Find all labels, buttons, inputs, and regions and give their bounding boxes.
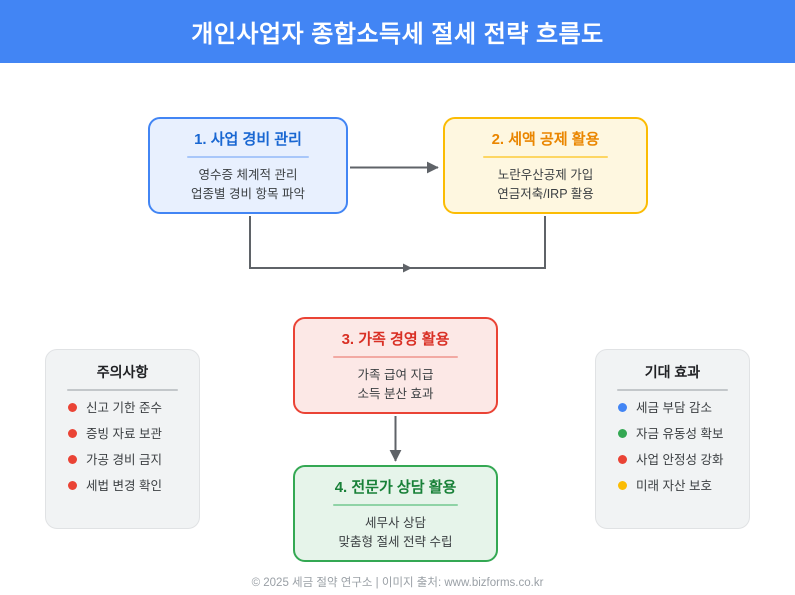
flow-step-4-line-2: 맞춤형 절세 전략 수립 — [338, 535, 453, 549]
flow-step-4[interactable]: 4. 전문가 상담 활용 세무사 상담 맞춤형 절세 전략 수립 — [293, 465, 498, 562]
panel-benefits: 기대 효과 세금 부담 감소 자금 유동성 확보 사업 안정성 강화 미래 자산… — [595, 349, 750, 529]
bullet-dot-icon — [618, 455, 627, 464]
flow-step-2[interactable]: 2. 세액 공제 활용 노란우산공제 가입 연금저축/IRP 활용 — [443, 117, 648, 214]
connector-step2-to-step3 — [249, 216, 546, 269]
panel-benefits-title: 기대 효과 — [644, 364, 701, 380]
list-item-label: 증빙 자료 보관 — [86, 426, 162, 441]
header-banner: 개인사업자 종합소득세 절세 전략 흐름도 — [0, 0, 795, 63]
bullet-dot-icon — [618, 429, 627, 438]
page-title: 개인사업자 종합소득세 절세 전략 흐름도 — [191, 21, 604, 48]
list-item-label: 사업 안정성 강화 — [636, 452, 724, 467]
flow-step-1-title: 1. 사업 경비 관리 — [194, 131, 302, 148]
flow-step-3-title: 3. 가족 경영 활용 — [341, 331, 450, 348]
panel-cautions-divider — [67, 389, 178, 391]
list-item-label: 미래 자산 보호 — [636, 478, 712, 493]
bullet-dot-icon — [68, 455, 77, 464]
panel-cautions-list: 신고 기한 준수 증빙 자료 보관 가공 경비 금지 세법 변경 확인 — [46, 400, 199, 494]
flow-step-2-title: 2. 세액 공제 활용 — [491, 131, 600, 148]
flow-step-3-line-2: 소득 분산 효과 — [357, 387, 434, 401]
bullet-dot-icon — [68, 429, 77, 438]
flow-step-3-line-1: 가족 급여 지급 — [357, 368, 434, 382]
panel-benefits-list: 세금 부담 감소 자금 유동성 확보 사업 안정성 강화 미래 자산 보호 — [596, 400, 749, 494]
panel-benefits-divider — [617, 389, 728, 391]
list-item-label: 자금 유동성 확보 — [636, 426, 724, 441]
flow-step-2-divider — [483, 156, 608, 158]
flow-step-4-divider — [333, 504, 458, 506]
flow-step-4-title: 4. 전문가 상담 활용 — [334, 479, 457, 496]
list-item: 자금 유동성 확보 — [618, 426, 749, 442]
connector-loop-arrowhead — [403, 263, 412, 273]
flow-step-3-divider — [333, 356, 458, 358]
flow-step-1-line-1: 영수증 체계적 관리 — [198, 168, 298, 182]
list-item: 세금 부담 감소 — [618, 400, 749, 416]
panel-cautions-title: 주의사항 — [96, 364, 149, 380]
panel-cautions: 주의사항 신고 기한 준수 증빙 자료 보관 가공 경비 금지 세법 변경 확인 — [45, 349, 200, 529]
flow-step-2-line-1: 노란우산공제 가입 — [497, 168, 594, 182]
list-item-label: 세법 변경 확인 — [86, 478, 162, 493]
flow-step-4-line-1: 세무사 상담 — [365, 516, 426, 530]
list-item: 세법 변경 확인 — [68, 478, 199, 494]
list-item-label: 신고 기한 준수 — [86, 400, 162, 415]
bullet-dot-icon — [618, 403, 627, 412]
list-item: 증빙 자료 보관 — [68, 426, 199, 442]
list-item: 미래 자산 보호 — [618, 478, 749, 494]
list-item: 신고 기한 준수 — [68, 400, 199, 416]
flow-step-3[interactable]: 3. 가족 경영 활용 가족 급여 지급 소득 분산 효과 — [293, 317, 498, 414]
bullet-dot-icon — [68, 481, 77, 490]
flow-step-1[interactable]: 1. 사업 경비 관리 영수증 체계적 관리 업종별 경비 항목 파악 — [148, 117, 348, 214]
list-item: 사업 안정성 강화 — [618, 452, 749, 468]
flow-step-1-line-2: 업종별 경비 항목 파악 — [191, 187, 305, 201]
flow-step-1-divider — [187, 156, 309, 158]
list-item-label: 세금 부담 감소 — [636, 400, 712, 415]
footer-caption: © 2025 세금 절약 연구소 | 이미지 출처: www.bizforms.… — [251, 577, 544, 589]
bullet-dot-icon — [618, 481, 627, 490]
list-item: 가공 경비 금지 — [68, 452, 199, 468]
list-item-label: 가공 경비 금지 — [86, 452, 162, 467]
bullet-dot-icon — [68, 403, 77, 412]
flow-step-2-line-2: 연금저축/IRP 활용 — [497, 187, 594, 201]
